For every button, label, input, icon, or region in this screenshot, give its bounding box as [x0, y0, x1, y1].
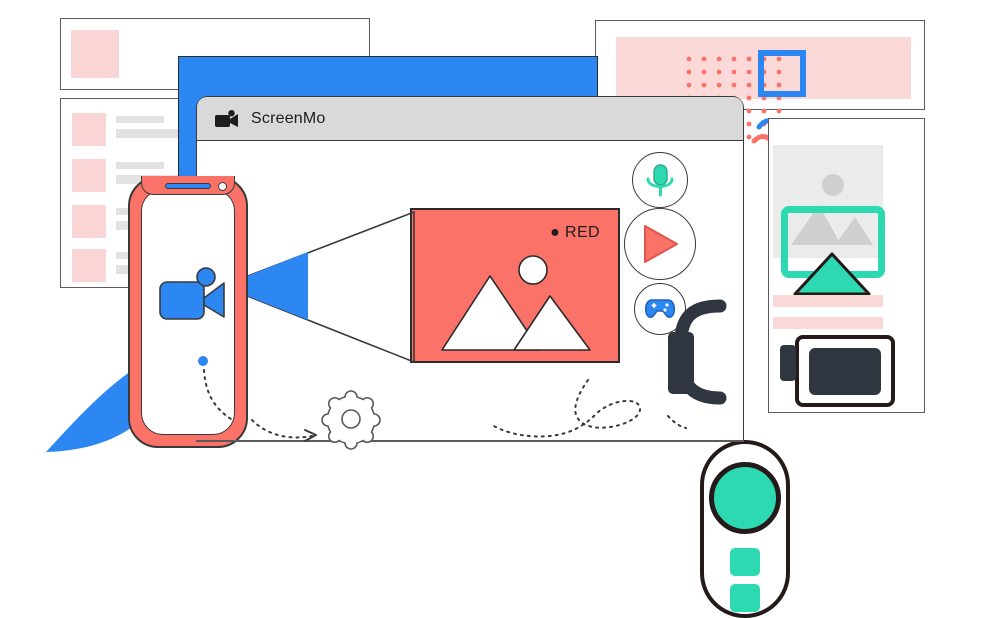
phone-front-camera-icon — [218, 182, 227, 191]
cast-triangle-icon — [793, 252, 871, 296]
app-titlebar[interactable]: ScreenMo — [197, 97, 743, 141]
camera-side-button — [780, 345, 796, 381]
recording-preview: ● RED — [410, 208, 620, 363]
smartphone[interactable] — [128, 176, 248, 448]
app-title: ScreenMo — [251, 109, 326, 127]
camera-lens-icon — [709, 462, 781, 534]
list-item-line — [116, 162, 164, 169]
list-item-line — [116, 116, 164, 123]
card-right-bar — [773, 295, 883, 307]
phone-speaker — [165, 183, 211, 189]
camera-strap — [668, 299, 727, 405]
image-placeholder — [773, 145, 883, 258]
list-item-line — [116, 129, 236, 138]
mountain-photo-icon — [791, 174, 873, 245]
list-item-thumbnail — [72, 249, 106, 282]
mountain-photo-icon — [441, 255, 591, 351]
list-item-thumbnail — [72, 113, 106, 146]
video-camera-icon — [159, 267, 225, 320]
list-item-thumbnail — [72, 159, 106, 192]
blue-square-outline-icon — [758, 50, 806, 97]
microphone-button[interactable] — [632, 152, 688, 208]
display-screen — [809, 347, 881, 395]
play-icon — [644, 225, 678, 263]
list-item-thumbnail — [72, 205, 106, 238]
card-thumbnail — [71, 30, 119, 78]
card-right-bar — [773, 317, 883, 329]
illustration-canvas: ScreenMo ● RED — [46, 18, 925, 618]
dotted-arrow-icon — [251, 419, 317, 442]
projection-cone — [219, 210, 415, 364]
ground-line — [196, 440, 744, 442]
video-camera-icon — [215, 109, 238, 127]
projection-cone-fill — [222, 252, 308, 320]
dotted-curve-icon — [198, 356, 234, 422]
gamepad-icon — [644, 299, 676, 318]
dotted-loop-icon — [493, 379, 687, 438]
recording-status-label: ● RED — [550, 224, 600, 241]
play-button[interactable] — [624, 208, 696, 280]
camera-button[interactable] — [730, 548, 760, 576]
microphone-icon — [646, 164, 674, 197]
gear-icon — [321, 390, 381, 450]
phone-screen — [141, 189, 235, 435]
camera-button[interactable] — [730, 584, 760, 612]
display-device — [795, 335, 895, 407]
camera-device[interactable] — [700, 440, 790, 618]
